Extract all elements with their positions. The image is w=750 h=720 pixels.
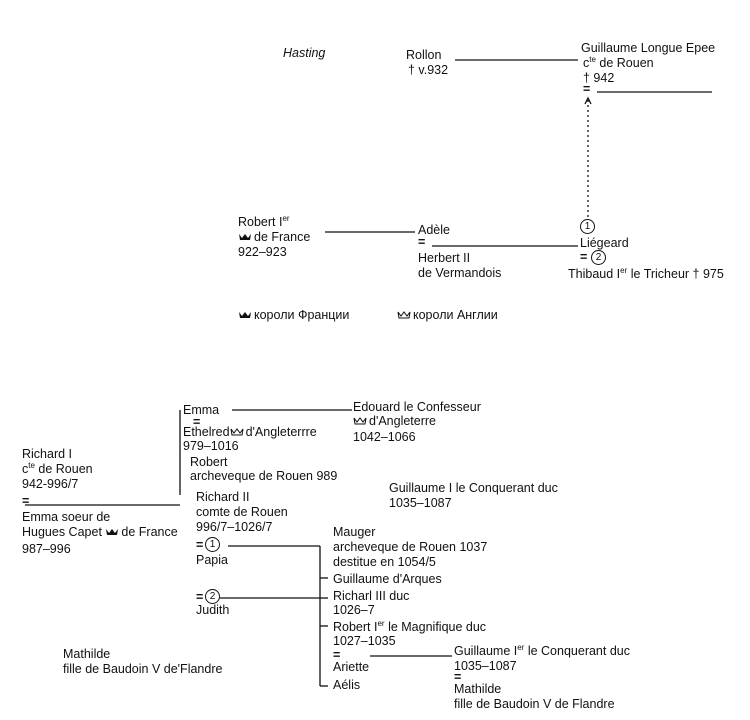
guillaume-conquerant-name: Guillaume Ier le Conquerant duc: [454, 642, 630, 658]
papia-name: Papia: [196, 553, 228, 567]
mathilde-left-title: fille de Baudoin V de'Flandre: [63, 662, 223, 676]
marriage-sign: =: [333, 648, 341, 662]
guillaume-conquerant-years: 1035–1087: [454, 659, 517, 673]
robert-archeveque-title: archeveque de Rouen 989: [190, 469, 338, 483]
mathilde-right-title: fille de Baudoin V de Flandre: [454, 697, 615, 711]
hasting-label: Hasting: [283, 46, 326, 60]
marriage-sign: =: [193, 415, 201, 429]
mauger-name: Mauger: [333, 525, 376, 539]
england-crown-icon: [397, 310, 411, 319]
guillaume-conquerant-mid: Guillaume I le Conquerant duc: [389, 481, 558, 495]
herbert-name: Herbert II: [418, 251, 471, 265]
marriage-sign: =: [418, 235, 426, 249]
mauger-note: destitue en 1054/5: [333, 555, 436, 569]
marriage-sign: =: [196, 538, 204, 552]
marriage-number-2: 2: [205, 589, 220, 604]
robert-i-title: de France: [238, 230, 310, 244]
ariette-name: Ariette: [333, 660, 370, 674]
robert-i-name: Robert Ier: [238, 213, 290, 229]
richard-ii-name: Richard II: [196, 490, 250, 504]
aelis-name: Aélis: [333, 678, 361, 692]
richard-ii-title: comte de Rouen: [196, 505, 288, 519]
marriage-sign: =: [22, 494, 30, 508]
rollon-death: † v.932: [408, 63, 449, 77]
hugues-years: 987–996: [22, 542, 71, 556]
guillaume-arques-name: Guillaume d'Arques: [333, 572, 442, 586]
mathilde-right-name: Mathilde: [454, 682, 502, 696]
marriage-number-1: 1: [205, 537, 220, 552]
herbert-title: de Vermandois: [418, 266, 502, 280]
robert-magnifique-years: 1027–1035: [333, 634, 396, 648]
marriage-sign: =: [580, 250, 588, 264]
france-crown-icon: [239, 233, 251, 240]
robert-magnifique-name: Robert Ier le Magnifique duc: [333, 618, 487, 634]
guillaume-longue-epee-name: Guillaume Longue Epee: [581, 41, 716, 55]
richard-ii-years: 996/7–1026/7: [196, 520, 273, 534]
thibaud-name: Thibaud Ier le Tricheur † 975: [568, 265, 724, 281]
edouard-name: Edouard le Confesseur: [353, 400, 481, 414]
emma-name: Emma: [183, 403, 220, 417]
richard-i-years: 942-996/7: [22, 477, 79, 491]
arrow-up: [584, 96, 592, 105]
richard-i-title: cte de Rouen: [22, 460, 93, 476]
richard-iii-name: Richarl III duc: [333, 589, 410, 603]
england-crown-icon: [353, 416, 367, 425]
emma-soeur: Emma soeur de: [22, 510, 111, 524]
guillaume-longue-epee-death: † 942: [583, 71, 615, 85]
marriage-number-2: 2: [591, 250, 606, 265]
rollon-name: Rollon: [406, 48, 442, 62]
france-crown-icon: [239, 311, 251, 318]
liegeard-name: Liégeard: [580, 236, 629, 250]
mauger-title: archeveque de Rouen 1037: [333, 540, 488, 554]
robert-archeveque-name: Robert: [190, 455, 228, 469]
france-crown-icon: [106, 528, 119, 535]
richard-iii-years: 1026–7: [333, 603, 375, 617]
adele-name: Adèle: [418, 223, 450, 237]
legend-england: короли Англии: [397, 308, 498, 322]
guillaume-longue-epee-title: cte de Rouen: [583, 54, 654, 70]
edouard-years: 1042–1066: [353, 430, 416, 444]
marriage-sign: =: [583, 82, 591, 96]
hugues-capet: Hugues Capet de France: [22, 525, 178, 539]
judith-name: Judith: [196, 603, 230, 617]
edouard-title: d'Angleterre: [353, 414, 436, 428]
marriage-number-1: 1: [580, 219, 595, 234]
ethelred-years: 979–1016: [183, 439, 239, 453]
robert-i-years: 922–923: [238, 245, 287, 259]
marriage-sign: =: [196, 590, 204, 604]
guillaume-conquerant-mid-years: 1035–1087: [389, 496, 452, 510]
england-crown-icon: [230, 427, 244, 436]
mathilde-left-name: Mathilde: [63, 647, 111, 661]
marriage-sign: =: [454, 670, 462, 684]
richard-i-name: Richard I: [22, 447, 73, 461]
legend-france: короли Франции: [238, 308, 349, 322]
